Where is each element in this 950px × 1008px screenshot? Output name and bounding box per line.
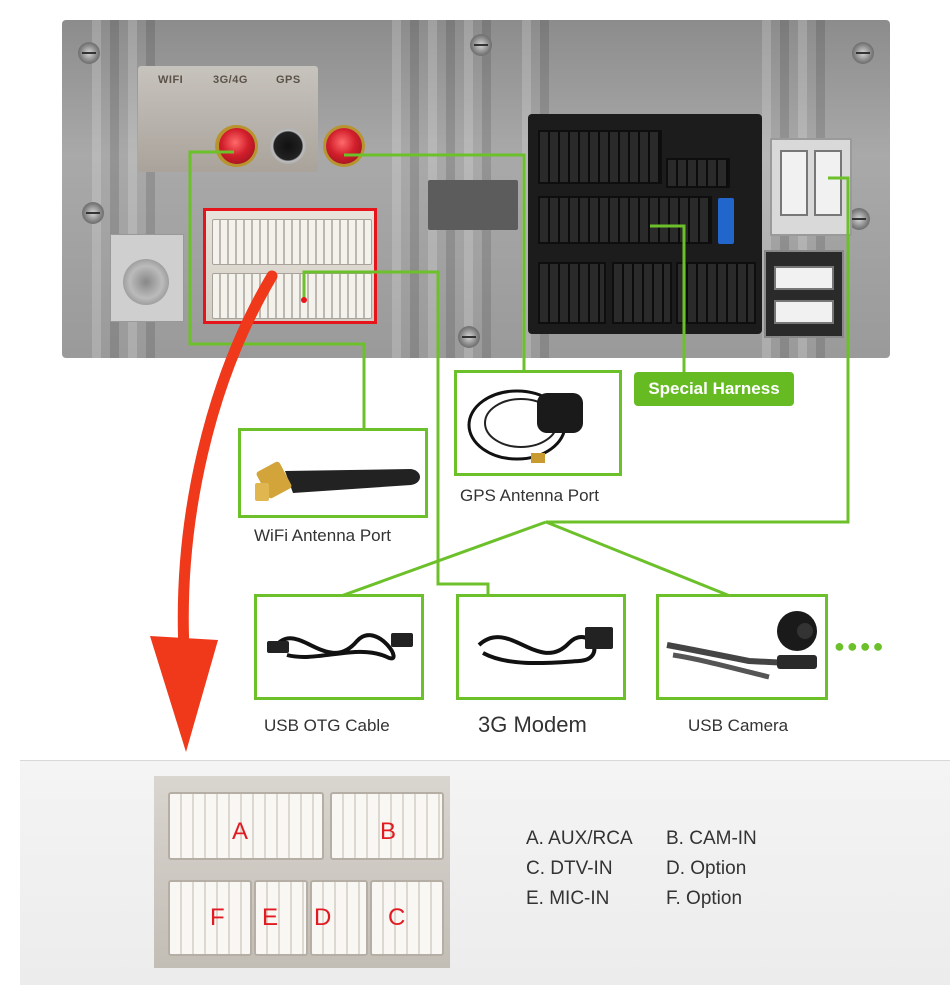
wifi-antenna-box [238, 428, 428, 518]
connector-letter-e: E [262, 904, 279, 931]
connector-block-a [168, 792, 324, 860]
usb-otg-box [254, 594, 424, 700]
gps-port-label: GPS [276, 74, 301, 86]
usb-ports [770, 138, 852, 236]
power-socket [110, 234, 184, 322]
legend-a: A. AUX/RCA [526, 828, 633, 849]
usb-port-front [764, 250, 844, 338]
connector-block-c [370, 880, 444, 956]
connector-letter-f: F [210, 904, 225, 931]
wifi-antenna-caption: WiFi Antenna Port [254, 526, 392, 545]
aux-harness-highlight [203, 208, 377, 324]
vent [428, 180, 518, 230]
connector-block-f [168, 880, 252, 956]
red-arrow-head-icon [150, 636, 218, 752]
screw-icon [852, 42, 874, 64]
harness-row-bottom [212, 273, 372, 319]
gps-antenna-box [454, 370, 622, 476]
special-harness-label: Special Harness [634, 372, 794, 406]
connector-closeup [154, 776, 450, 968]
usb-cable-icon [267, 633, 413, 661]
more-dots: ●●●● [834, 636, 886, 656]
legend-c: C. DTV-IN [526, 858, 613, 879]
connector-letter-a: A [232, 818, 249, 845]
usb-camera-caption: USB Camera [688, 716, 789, 735]
legend-f: F. Option [666, 888, 743, 909]
connector-block-e [254, 880, 308, 956]
usb-otg-caption: USB OTG Cable [264, 716, 390, 735]
screw-icon [458, 326, 480, 348]
modem-cable-icon [477, 627, 613, 666]
wifi-antenna-icon [255, 461, 420, 501]
gps-antenna-caption: GPS Antenna Port [460, 486, 599, 505]
legend-e: E. MIC-IN [526, 888, 610, 909]
connector-letter-c: C [388, 904, 406, 931]
legend-b: B. CAM-IN [666, 828, 757, 849]
wifi-port-label: WIFI [158, 74, 184, 86]
legend-d: D. Option [666, 858, 747, 879]
connector-block-b [330, 792, 444, 860]
gps-antenna-connector [326, 128, 362, 164]
4g-antenna-socket [270, 128, 306, 164]
usb-camera-box [656, 594, 828, 700]
screw-icon [82, 202, 104, 224]
connector-letter-d: D [314, 904, 332, 931]
screw-icon [78, 42, 100, 64]
connector-block-d [310, 880, 368, 956]
connector-letter-b: B [380, 818, 397, 845]
gps-antenna-icon [467, 389, 583, 463]
fuse [718, 198, 734, 244]
wifi-antenna-connector [219, 128, 255, 164]
screw-icon [848, 208, 870, 230]
4g-port-label: 3G/4G [213, 74, 248, 86]
red-arrow-icon [177, 270, 278, 656]
screw-icon [470, 34, 492, 56]
3g-modem-caption: 3G Modem [478, 712, 587, 737]
3g-modem-box [456, 594, 626, 700]
harness-row-top [212, 219, 372, 265]
camera-icon [666, 611, 817, 680]
